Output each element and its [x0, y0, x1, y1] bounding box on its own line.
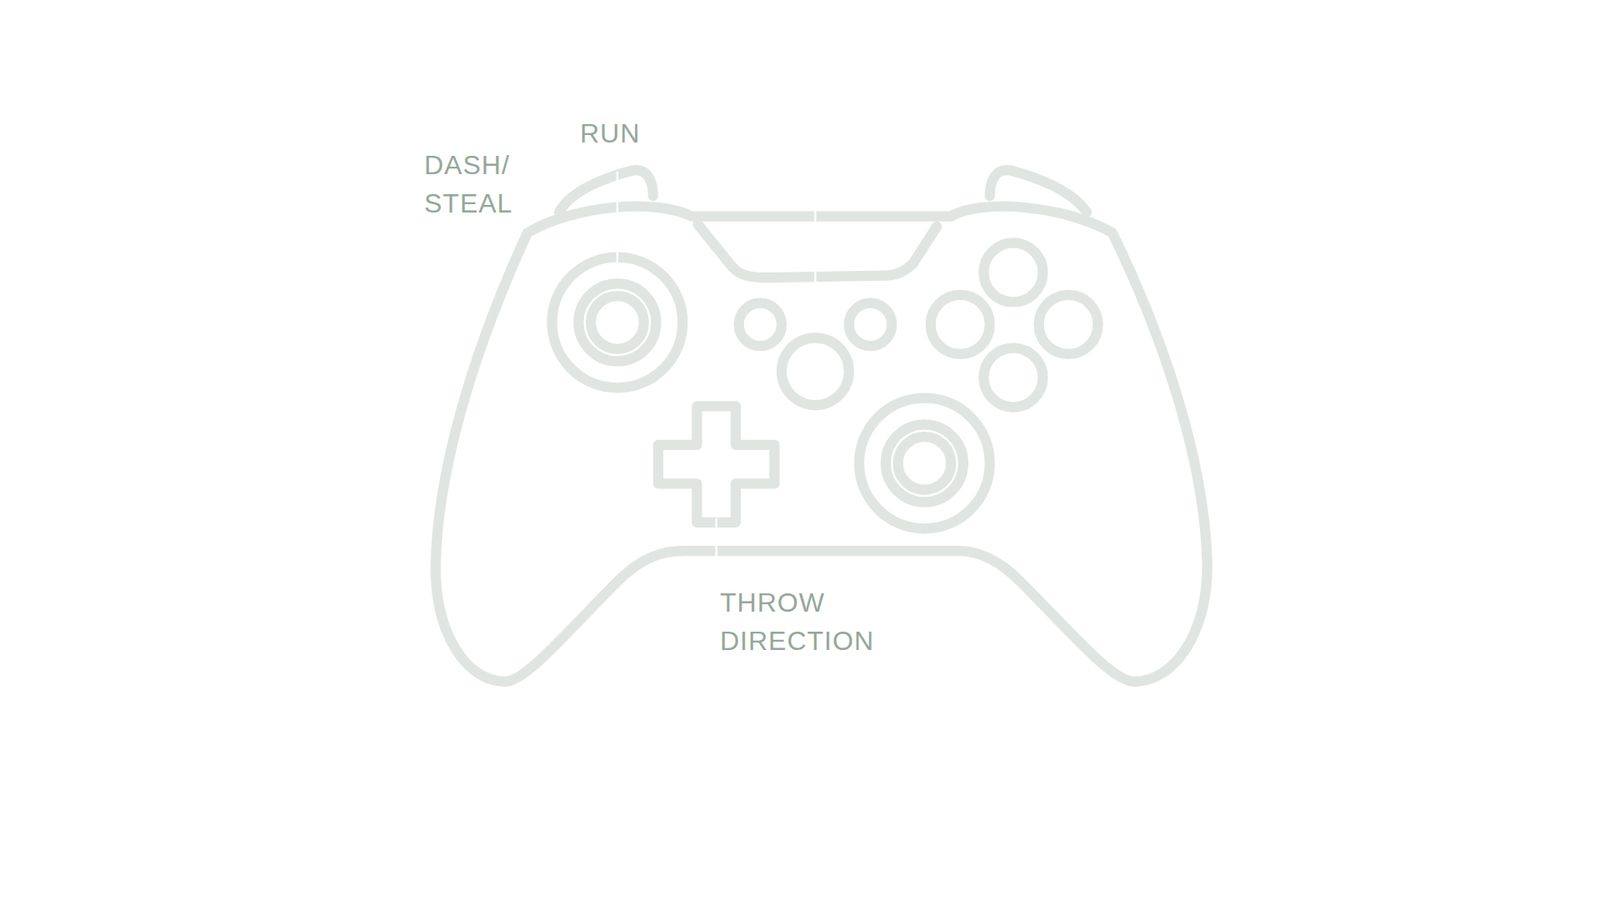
leader-line — [814, 271, 816, 286]
face-button — [930, 295, 990, 355]
leader-line — [715, 518, 717, 564]
left-stick-top — [590, 295, 645, 350]
control-label: DASH/ STEAL — [424, 145, 551, 223]
control-label: THROW DIRECTION — [720, 583, 920, 660]
leader-line — [616, 249, 619, 268]
face-button — [1039, 295, 1099, 355]
right-stick-top — [898, 436, 952, 490]
control-label: RUN — [580, 114, 703, 153]
left-stick-cap — [578, 283, 656, 361]
leader-line — [616, 171, 619, 217]
guide-button — [781, 337, 850, 405]
face-button — [983, 348, 1043, 408]
right-stick-cap — [885, 424, 964, 502]
right-bumper — [990, 170, 1087, 212]
menu-button — [849, 303, 892, 346]
left-bumper — [559, 170, 654, 212]
top-panel — [698, 224, 938, 278]
left-stick-ring — [551, 257, 683, 389]
view-button — [739, 303, 782, 346]
right-stick-ring — [859, 398, 990, 530]
controller-body — [435, 206, 1208, 682]
leader-line — [814, 210, 816, 230]
face-button — [983, 242, 1043, 302]
d-pad — [658, 405, 775, 523]
